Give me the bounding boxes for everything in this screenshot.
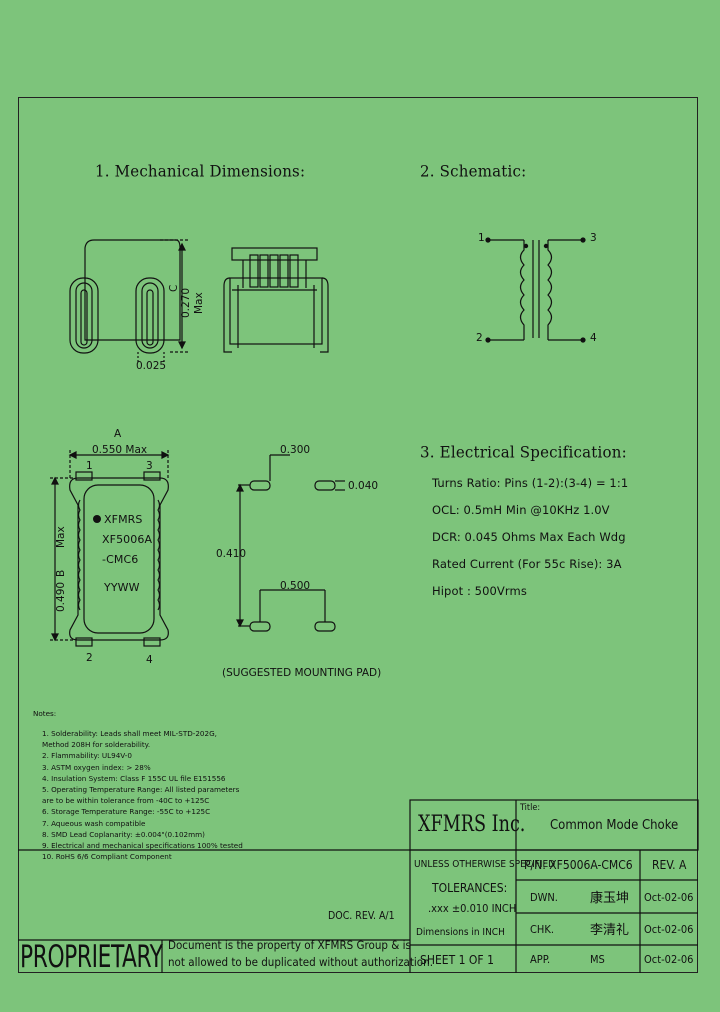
chk-label: CHK. [530,923,554,936]
marking-line3: -CMC6 [102,553,139,566]
note-5a: 5. Operating Temperature Range: All list… [42,785,240,795]
drawing-title: Common Mode Choke [550,818,679,833]
marking-line1: XFMRS [104,513,143,526]
drawing-frame [18,97,698,973]
chk-date: Oct-02-06 [644,923,694,936]
schematic-pin4: 4 [590,332,597,344]
marking-line2: XF5006A [102,533,153,546]
pin1-label: 1 [86,460,93,472]
note-7: 7. Aqueous wash compatible [42,818,146,828]
length-value: 0.490 [55,581,67,612]
marking-line4: YYWW [104,581,140,594]
width-value: 0.550 Max [92,444,148,456]
pad-width-label: 0.040 [348,480,379,492]
height-c-label: C [168,284,180,292]
mounting-pad-drawing [236,454,345,632]
company-name: XFMRS Inc. [418,812,526,837]
note-1a: 1. Solderability: Leads shall meet MIL-S… [42,729,217,738]
note-1b: Method 208H for solderability. [42,740,151,750]
app-date: Oct-02-06 [644,953,694,966]
note-2: 2. Flammability: UL94V-0 [42,751,132,761]
proprietary-line1: Document is the property of XFMRS Group … [168,938,411,952]
spec-turns-ratio: Turns Ratio: Pins (1-2):(3-4) = 1:1 [432,476,629,490]
width-a-label: A [114,428,122,440]
note-4: 4. Insulation System: Class F 155C UL fi… [42,773,226,783]
schematic-pin2: 2 [476,332,483,344]
spec-hipot: Hipot : 500Vrms [432,584,527,598]
title-block-grid [18,799,699,973]
notes-title: Notes: [33,709,57,718]
note-10: 10. RoHS 6/6 Compliant Component [42,852,172,862]
note-9: 9. Electrical and mechanical specificati… [42,841,243,851]
schematic-pin3: 3 [590,232,597,244]
dwn-signature: 康玉坤 [590,891,630,906]
chk-signature: 李清礼 [590,923,630,938]
spec-rated-current: Rated Current (For 55c Rise): 3A [432,557,622,571]
side-view-drawing [69,239,190,362]
doc-rev: DOC. REV. A/1 [328,910,395,922]
height-max: Max [193,292,205,314]
mechanical-heading: 1. Mechanical Dimensions: [95,161,306,181]
note-6: 6. Storage Temperature Range: -55C to +1… [42,807,211,817]
schematic-pin1: 1 [478,232,485,244]
schematic-heading: 2. Schematic: [420,161,527,181]
proprietary-line2: not allowed to be duplicated without aut… [168,955,433,969]
note-8: 8. SMD Lead Coplanarity: ±0.004"(0.102mm… [42,829,205,839]
pin-width-label: 0.025 [136,360,167,372]
top-view-drawing [50,450,170,647]
spec-dcr: DCR: 0.045 Ohms Max Each Wdg [432,530,626,544]
length-max: Max [55,526,67,548]
app-signature: MS [590,953,605,966]
pad-caption: (SUGGESTED MOUNTING PAD) [222,667,382,679]
note-3: 3. ASTM oxygen index: > 28% [42,762,151,772]
dimensions-unit: Dimensions in INCH [416,927,505,938]
pad-length-label: 0.300 [280,444,311,456]
notes-list: 1. Solderability: Leads shall meet MIL-S… [42,728,243,862]
unless-spec: UNLESS OTHERWISE SPECIFIED [414,859,556,870]
proprietary-label: PROPRIETARY [20,939,163,975]
pin3-label: 3 [146,460,153,472]
app-label: APP. [530,953,551,966]
tolerance-value: .xxx ±0.010 INCH [428,902,517,915]
sheet-number: SHEET 1 OF 1 [420,953,494,967]
pin2-label: 2 [86,652,93,664]
height-value: 0.270 [180,287,192,318]
title-label: Title: [520,803,541,813]
pad-span-label: 0.410 [216,548,247,560]
pin4-label: 4 [146,654,153,666]
dwn-date: Oct-02-06 [644,891,694,904]
schematic-drawing [485,237,586,343]
dwn-label: DWN. [530,891,558,904]
revision: REV. A [652,858,687,872]
spec-ocl: OCL: 0.5mH Min @10KHz 1.0V [432,503,610,517]
end-view-drawing [223,247,329,353]
pin1-dot [93,515,101,523]
electrical-heading: 3. Electrical Specification: [420,442,627,462]
pad-pitch-label: 0.500 [280,580,311,592]
length-b-label: B [55,569,67,577]
note-5b: are to be within tolerance from -40C to … [42,796,210,806]
tolerances-label: TOLERANCES: [432,881,508,895]
part-number: P/N: XF5006A-CMC6 [524,858,633,872]
